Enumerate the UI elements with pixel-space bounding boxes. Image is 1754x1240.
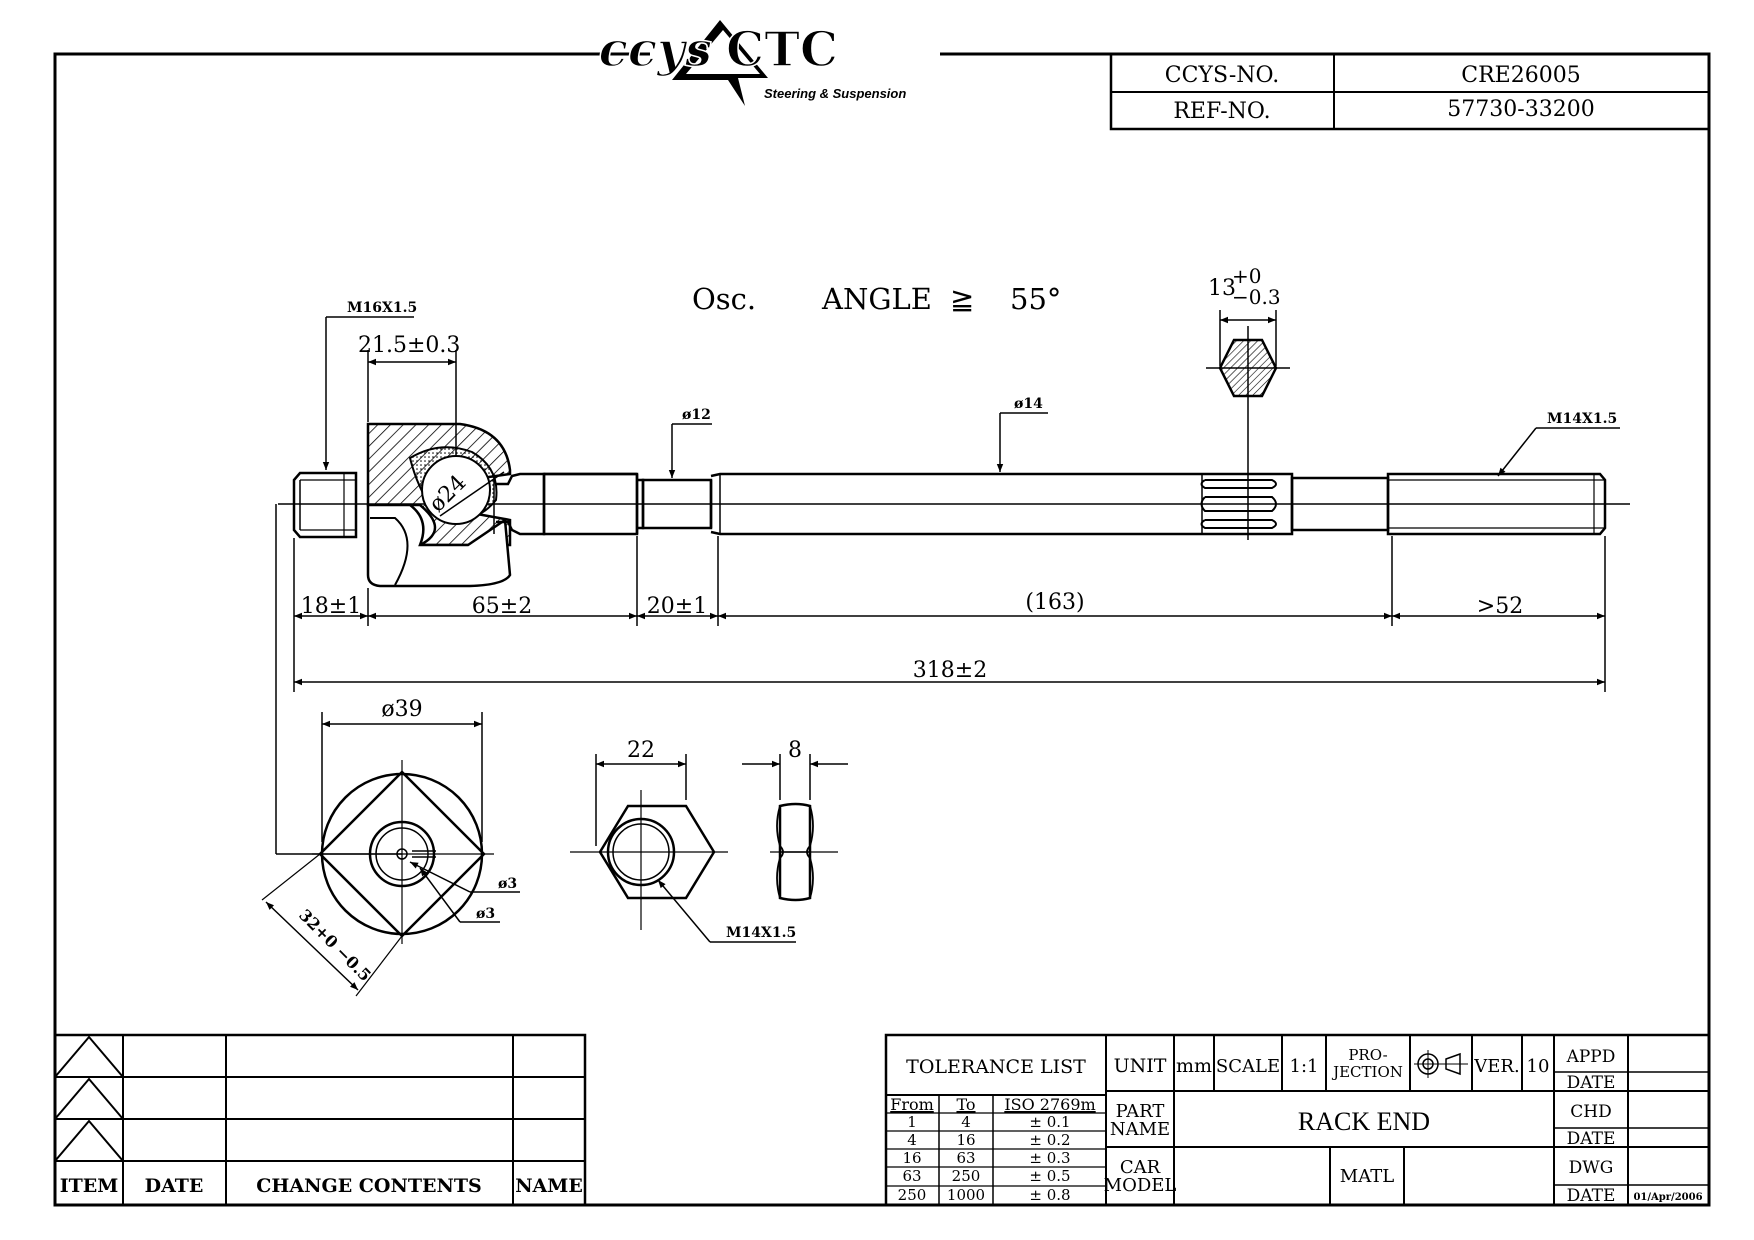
scale-label: SCALE: [1216, 1056, 1280, 1077]
thread-m14-nut-label: M14X1.5: [726, 925, 796, 941]
angle-symbol: ≧: [950, 282, 974, 316]
part-name-value: RACK END: [1298, 1107, 1430, 1136]
drawing-frame: [53, 52, 1711, 1207]
angle-value: 55°: [1010, 282, 1061, 316]
part-name-label-2: NAME: [1110, 1119, 1170, 1140]
nut-front-view: 22 M14X1.5: [570, 738, 796, 943]
svg-text:16: 16: [902, 1149, 921, 1167]
svg-text:± 0.8: ± 0.8: [1029, 1186, 1070, 1204]
title-block: TOLERANCE LIST From To ISO 2769m 1 4 ± 0…: [884, 1033, 1711, 1207]
appd-label: APPD: [1566, 1047, 1616, 1067]
svg-text:± 0.2: ± 0.2: [1029, 1131, 1070, 1149]
svg-text:± 0.3: ± 0.3: [1029, 1149, 1070, 1167]
chd-date-label: DATE: [1567, 1129, 1616, 1149]
dim-318: 318±2: [913, 658, 987, 683]
svg-text:63: 63: [956, 1149, 975, 1167]
dim-phi3-b: ø3: [476, 906, 495, 922]
dim-22: 22: [627, 738, 655, 763]
ref-no-label: REF-NO.: [1173, 99, 1270, 124]
nut-side-view: 8: [742, 738, 848, 902]
osc-label: Osc.: [692, 282, 756, 316]
company-logo: ccys CTC Steering & Suspension: [598, 20, 906, 106]
dim-163: (163): [1025, 590, 1084, 615]
unit-label: UNIT: [1114, 1055, 1167, 1077]
tolerance-row: 1 4 ± 0.1: [907, 1113, 1070, 1131]
projection-label-2: JECTION: [1331, 1063, 1403, 1081]
dim-phi39: ø39: [381, 697, 422, 722]
tolerance-header-to: To: [956, 1095, 975, 1114]
rack-end-side-view: [278, 422, 1630, 588]
projection-label-1: PRO-: [1348, 1046, 1387, 1064]
logo-tagline: Steering & Suspension: [764, 86, 906, 101]
unit-value: mm: [1176, 1055, 1212, 1077]
tolerance-row: 4 16 ± 0.2: [907, 1131, 1070, 1149]
svg-text:250: 250: [952, 1167, 981, 1185]
logo-left-text: ccys: [599, 22, 712, 78]
logo-right-text: CTC: [726, 22, 838, 78]
revision-header-item: ITEM: [60, 1175, 119, 1197]
dim-13-upper: +0: [1232, 264, 1261, 288]
svg-text:1000: 1000: [947, 1186, 985, 1204]
dim-20: 20±1: [647, 594, 707, 619]
svg-text:1: 1: [907, 1113, 917, 1131]
tolerance-row: 63 250 ± 0.5: [902, 1167, 1070, 1185]
thread-m16-label: M16X1.5: [347, 300, 417, 316]
svg-text:16: 16: [956, 1131, 975, 1149]
car-model-label-1: CAR: [1120, 1157, 1161, 1178]
revision-table: ITEM DATE CHANGE CONTENTS NAME: [53, 1033, 587, 1207]
dim-phi14: ø14: [1014, 396, 1043, 412]
tolerance-row: 250 1000 ± 0.8: [898, 1186, 1071, 1204]
dim-32: 32+0 −0.5: [295, 905, 375, 985]
dwg-date-value: 01/Apr/2006: [1633, 1192, 1702, 1203]
dim-65: 65±2: [472, 594, 532, 619]
tolerance-header-from: From: [890, 1095, 934, 1114]
svg-text:± 0.1: ± 0.1: [1029, 1113, 1070, 1131]
svg-text:250: 250: [898, 1186, 927, 1204]
serration-slots: [1200, 474, 1277, 534]
side-view-annotations: M16X1.5 21.5±0.3 ø24 ø12 ø14 M14X1.5: [322, 300, 1620, 517]
dim-8: 8: [788, 738, 802, 763]
tolerance-header-iso: ISO 2769m: [1004, 1095, 1095, 1114]
revision-header-name: NAME: [515, 1175, 583, 1197]
part-number-table: CCYS-NO. CRE26005 REF-NO. 57730-33200: [1109, 52, 1711, 131]
oscillation-angle-note: Osc. ANGLE ≧ 55°: [692, 282, 1061, 316]
length-dimensions: 18±1 65±2 20±1 (163) >52 318±2: [293, 536, 1606, 692]
thread-m14-end-label: M14X1.5: [1547, 411, 1617, 427]
dim-13-base: 13: [1208, 276, 1236, 301]
hex-section-view: 13 +0 −0.3: [1206, 264, 1290, 540]
chd-label: CHD: [1570, 1102, 1611, 1122]
dim-13-lower: −0.3: [1232, 285, 1281, 309]
dim-phi12: ø12: [682, 407, 711, 423]
appd-date-label: DATE: [1567, 1073, 1616, 1093]
car-model-label-2: MODEL: [1104, 1175, 1177, 1196]
ccys-no-value: CRE26005: [1461, 63, 1580, 88]
svg-text:63: 63: [902, 1167, 921, 1185]
projection-symbol-icon: [1414, 1050, 1468, 1078]
dim-21-5: 21.5±0.3: [358, 333, 460, 358]
dim-18: 18±1: [301, 594, 361, 619]
ver-value: 10: [1527, 1056, 1550, 1077]
scale-value: 1:1: [1290, 1056, 1319, 1077]
svg-text:4: 4: [907, 1131, 917, 1149]
dim-52: >52: [1477, 594, 1523, 619]
ver-label: VER.: [1473, 1056, 1519, 1077]
svg-text:4: 4: [961, 1113, 971, 1131]
part-name-label-1: PART: [1116, 1101, 1165, 1122]
revision-header-date: DATE: [145, 1175, 204, 1197]
matl-label: MATL: [1340, 1166, 1394, 1187]
revision-header-change: CHANGE CONTENTS: [256, 1175, 481, 1197]
ccys-no-label: CCYS-NO.: [1165, 63, 1280, 88]
dim-phi3-a: ø3: [498, 876, 517, 892]
tolerance-title: TOLERANCE LIST: [906, 1056, 1086, 1078]
svg-text:± 0.5: ± 0.5: [1029, 1167, 1070, 1185]
angle-label: ANGLE: [821, 282, 932, 316]
tolerance-row: 16 63 ± 0.3: [902, 1149, 1070, 1167]
dwg-date-label: DATE: [1567, 1186, 1616, 1206]
dwg-label: DWG: [1569, 1158, 1614, 1178]
ref-no-value: 57730-33200: [1447, 97, 1594, 122]
